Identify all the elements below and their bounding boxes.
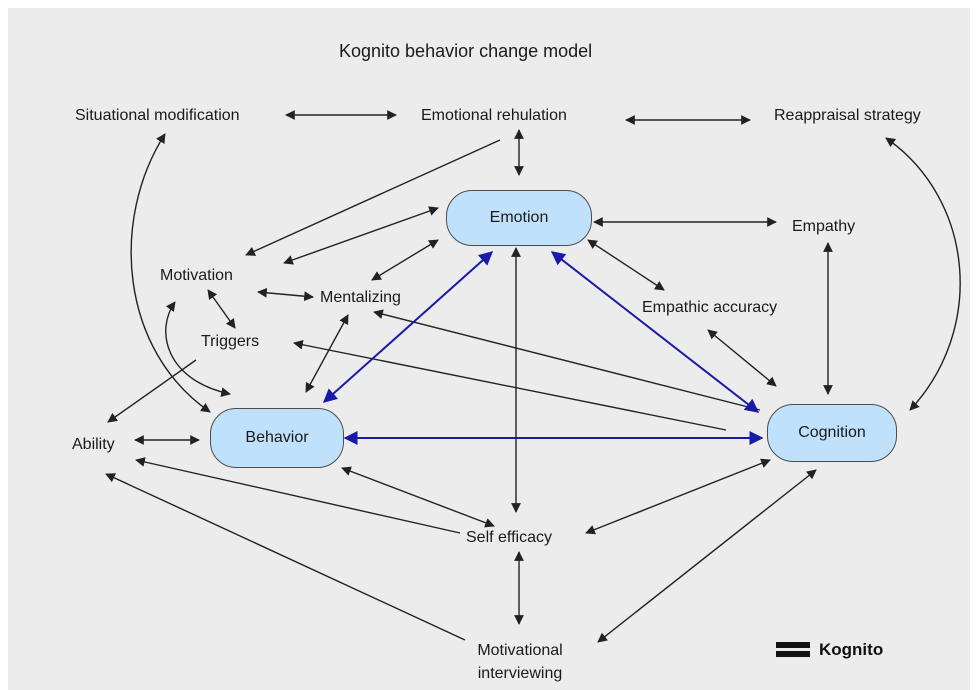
arrow-emotion-motivation bbox=[283, 206, 439, 265]
arrow-mentalizing-behavior bbox=[305, 314, 349, 393]
arrow-emotion-empathic-accuracy bbox=[587, 239, 665, 291]
arrow-motivational-interviewing-ability bbox=[105, 473, 466, 641]
label-empathic-accuracy: Empathic accuracy bbox=[642, 299, 778, 316]
label-motivational-interviewing-line1: Motivational bbox=[477, 642, 563, 659]
arrow-cognition-triggers bbox=[293, 339, 727, 431]
label-motivational-interviewing: Motivational interviewing bbox=[470, 642, 570, 683]
label-reappraisal-strategy: Reappraisal strategy bbox=[774, 107, 921, 124]
arrow-emotion-mentalizing bbox=[371, 239, 439, 281]
arrow-cognition-mentalizing bbox=[373, 309, 761, 411]
label-mentalizing: Mentalizing bbox=[320, 289, 401, 306]
node-cognition: Cognition bbox=[767, 404, 897, 462]
label-empathy: Empathy bbox=[792, 218, 856, 235]
label-self-efficacy: Self efficacy bbox=[466, 529, 552, 546]
arrow-behavior-self-efficacy bbox=[341, 466, 495, 528]
arc-triggers-behavior bbox=[165, 301, 231, 397]
diagram-title: Kognito behavior change model bbox=[339, 41, 593, 61]
arrow-cognition-motivational-interviewing bbox=[597, 469, 817, 643]
label-motivational-interviewing-line2: interviewing bbox=[477, 665, 563, 682]
arrow-emotion-cognition bbox=[550, 251, 760, 413]
arrow-self-efficacy-ability bbox=[135, 457, 461, 534]
label-ability: Ability bbox=[72, 436, 115, 453]
arrow-motivation-mentalizing bbox=[257, 287, 314, 302]
node-emotion: Emotion bbox=[446, 190, 592, 246]
kognito-brand: Kognito bbox=[776, 640, 883, 660]
label-emotional-rehulation: Emotional rehulation bbox=[421, 107, 567, 124]
arrow-behavior-emotion bbox=[322, 251, 494, 403]
arrow-motivation-triggers bbox=[207, 289, 236, 329]
arc-reappraisal-cognition bbox=[885, 137, 961, 411]
arrow-triggers-ability bbox=[107, 359, 197, 423]
arrow-empathic-accuracy-cognition bbox=[707, 329, 777, 387]
node-behavior: Behavior bbox=[210, 408, 344, 468]
label-triggers: Triggers bbox=[201, 333, 260, 350]
kognito-logo-icon bbox=[776, 642, 810, 658]
label-motivation: Motivation bbox=[160, 267, 233, 284]
brand-name: Kognito bbox=[819, 640, 884, 659]
arrow-cognition-self-efficacy bbox=[585, 458, 771, 535]
label-situational-modification: Situational modification bbox=[75, 107, 240, 124]
